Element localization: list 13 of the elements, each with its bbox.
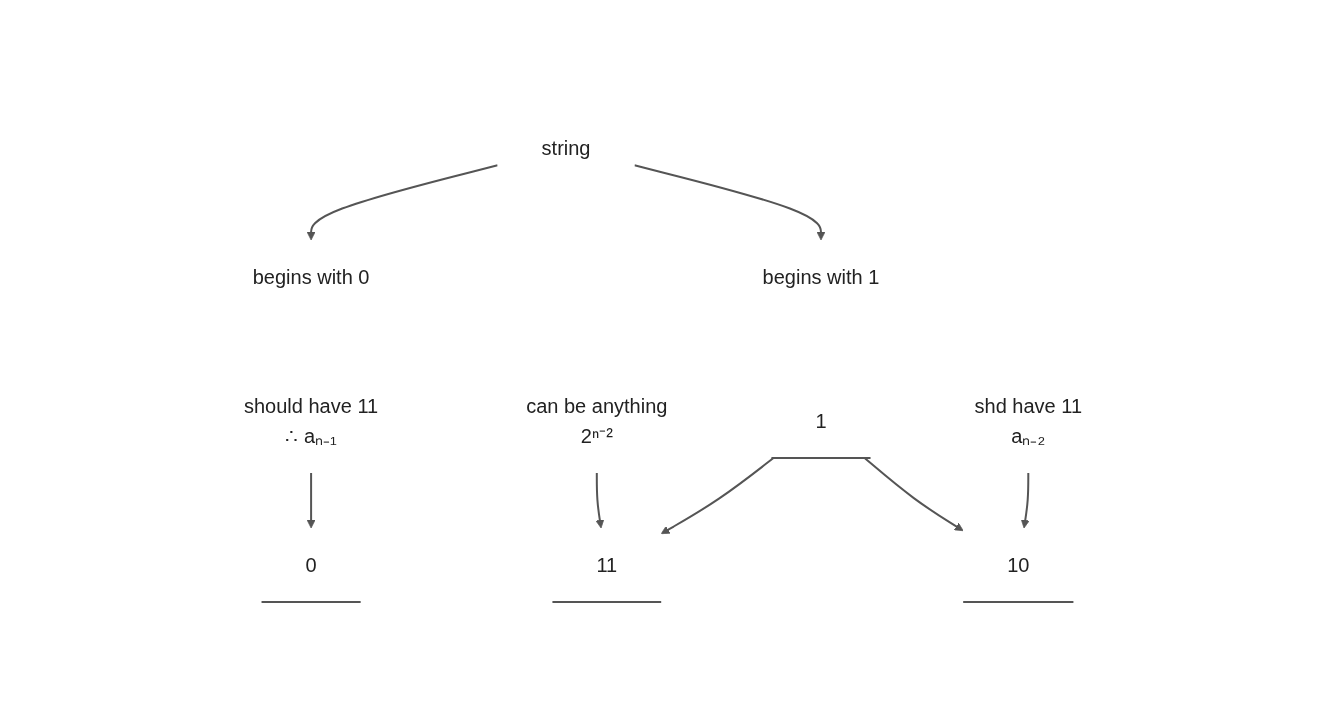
arrow — [1021, 472, 1031, 529]
node-text: should have 11 ∴ aₙ₋₁ — [244, 395, 379, 447]
arrow — [307, 164, 500, 241]
arrow — [633, 164, 826, 241]
node-text: begins with 1 — [763, 266, 880, 288]
arrow — [595, 472, 605, 529]
node-text: begins with 0 — [253, 266, 370, 288]
node-text: can be anything 2ⁿ⁻² — [526, 395, 668, 447]
node-text: string — [542, 137, 591, 159]
node-text: shd have 11 aₙ₋₂ — [975, 395, 1083, 447]
arrow — [864, 457, 965, 532]
arrow — [661, 457, 775, 535]
arrow — [307, 472, 316, 529]
